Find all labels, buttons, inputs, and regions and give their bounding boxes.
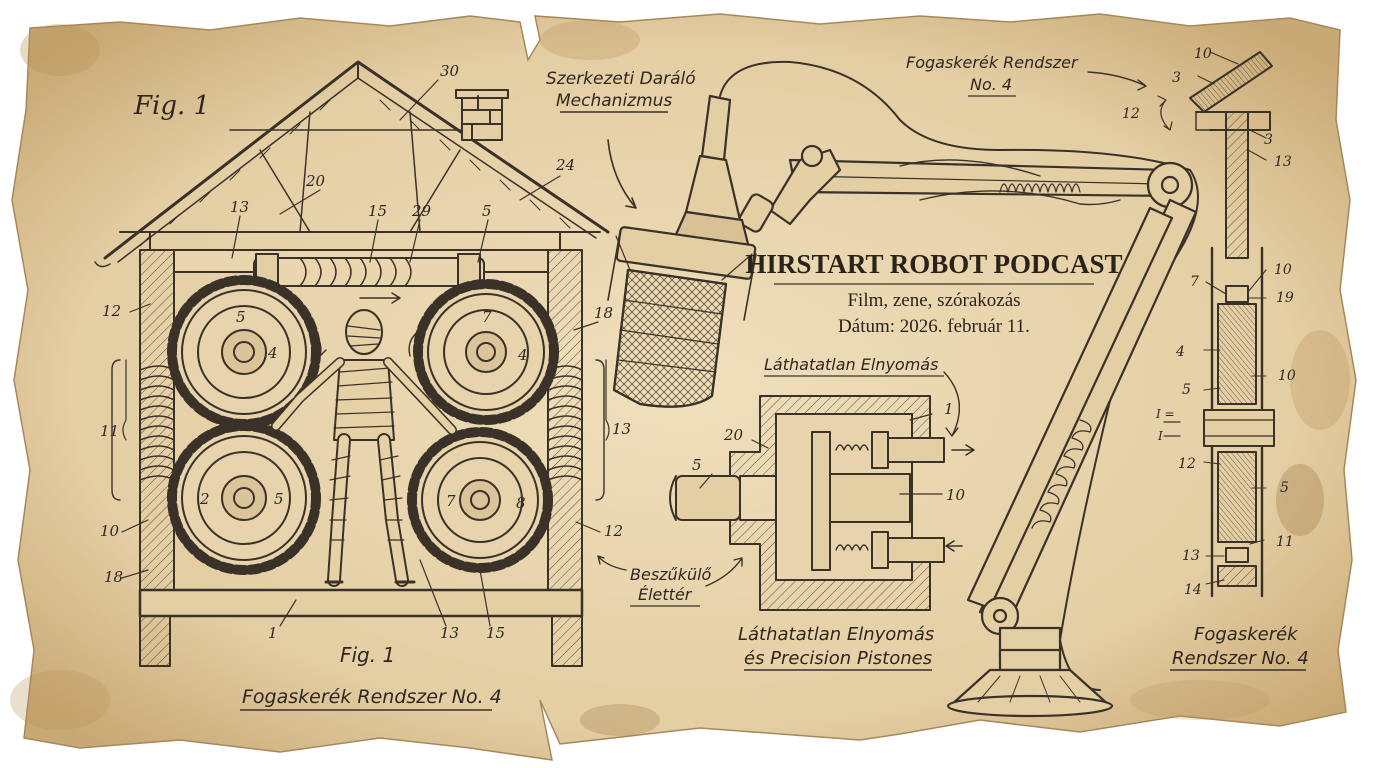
ref-30: 30 xyxy=(440,62,460,80)
ref-1: 1 xyxy=(268,624,278,642)
title-block: HIRSTART ROBOT PODCAST Film, zene, szóra… xyxy=(745,249,1122,337)
side-ref-11: 11 xyxy=(1276,534,1294,550)
gear-ref-5-bottom: 5 xyxy=(274,490,284,508)
detail-ref-13: 13 xyxy=(1274,154,1292,170)
gear-ref-4: 4 xyxy=(267,344,278,362)
piston-ref-20: 20 xyxy=(723,426,744,444)
podcast-date: Dátum: 2026. február 11. xyxy=(838,316,1030,337)
house-reference-numbers: 30 20 24 13 15 29 5 12 18 11 13 10 18 12… xyxy=(100,62,631,642)
side-ref-12: 12 xyxy=(1178,456,1196,472)
left-caption-gear-system: Fogaskerék Rendszer No. 4 xyxy=(242,686,502,708)
ref-5: 5 xyxy=(482,202,492,220)
gear-ref-8: 8 xyxy=(516,494,526,512)
side-ref-14: 14 xyxy=(1184,582,1202,598)
gear-ref-2: 2 xyxy=(199,490,210,508)
side-ref-13: 13 xyxy=(1182,548,1200,564)
ref-10: 10 xyxy=(100,522,120,540)
microphone-arm-drawing xyxy=(607,60,1199,718)
shrinking-line2: Élettér xyxy=(638,585,693,604)
ref-13-right: 13 xyxy=(612,420,631,438)
ref-11: 11 xyxy=(100,422,119,440)
ref-15: 15 xyxy=(368,202,387,220)
gear-ref-4-right: 4 xyxy=(517,346,528,364)
gears xyxy=(167,275,559,575)
ref-12-left: 12 xyxy=(102,302,121,320)
top-right-caption-line2: No. 4 xyxy=(970,75,1012,94)
ref-18-left: 18 xyxy=(104,568,123,586)
piston-ref-5: 5 xyxy=(692,456,702,474)
side-ref-10b: 10 xyxy=(1278,368,1296,384)
piston-drawing xyxy=(669,371,975,611)
ref-29: 29 xyxy=(411,202,432,220)
detail-ref-3b: 3 xyxy=(1264,132,1273,148)
gear-ref-5: 5 xyxy=(236,308,246,326)
podcast-title: HIRSTART ROBOT PODCAST xyxy=(745,249,1122,279)
mechanism-caption-line2: Mechanizmus xyxy=(556,91,672,111)
gear-top-left xyxy=(167,275,321,429)
detail-ref-12: 12 xyxy=(1122,106,1140,122)
side-ref-4: 4 xyxy=(1175,344,1185,360)
pistons-caption-line2: és Precision Pistones xyxy=(744,648,932,669)
ref-20: 20 xyxy=(305,172,326,190)
fig-label-bottom: Fig. 1 xyxy=(340,643,395,667)
podcast-subtitle: Film, zene, szórakozás xyxy=(847,290,1020,311)
mechanism-caption-line1: Szerkezeti Daráló xyxy=(546,69,696,89)
side-marker-2: I xyxy=(1157,429,1163,443)
side-section-drawing xyxy=(1163,246,1275,598)
gear-top-right xyxy=(413,279,559,425)
piston-ref-1: 1 xyxy=(944,400,954,418)
right-caption-line1: Fogaskerék xyxy=(1194,624,1299,645)
detail-ref-3: 3 xyxy=(1172,70,1181,86)
ref-13-bottom: 13 xyxy=(440,624,459,642)
piston-ref-10: 10 xyxy=(946,486,966,504)
side-ref-10: 10 xyxy=(1274,262,1292,278)
side-ref-7: 7 xyxy=(1190,274,1199,290)
shrinking-line1: Beszűkülő xyxy=(630,565,712,584)
gear-bottom-right xyxy=(407,427,553,573)
roof-detail-numbers: 10 3 12 3 13 xyxy=(1122,46,1292,170)
piston-reference-numbers: 20 5 1 10 xyxy=(692,400,966,504)
ref-13: 13 xyxy=(230,198,249,216)
ref-18-right: 18 xyxy=(594,304,613,322)
top-right-label: Fogaskerék Rendszer No. 4 xyxy=(906,53,1147,97)
side-ref-19: 19 xyxy=(1276,290,1294,306)
gear-house-drawing xyxy=(94,60,610,667)
side-marker: I = xyxy=(1155,407,1175,421)
detail-ref-10: 10 xyxy=(1194,46,1212,62)
microphone xyxy=(607,94,757,408)
side-ref-5: 5 xyxy=(1182,382,1191,398)
ref-12-right: 12 xyxy=(604,522,623,540)
fig-label-top: Fig. 1 xyxy=(133,91,210,121)
shrinking-space-label: Beszűkülő Élettér xyxy=(597,555,743,607)
gear-bottom-left xyxy=(167,421,321,575)
ref-15-bottom: 15 xyxy=(486,624,505,642)
invisible-oppression-label: Láthatatlan Elnyomás xyxy=(764,355,938,374)
mechanism-label: Szerkezeti Daráló Mechanizmus xyxy=(546,69,696,209)
bandaged-figure xyxy=(271,309,457,587)
house-leader-lines xyxy=(111,79,610,627)
right-caption-line2: Rendszer No. 4 xyxy=(1172,648,1309,669)
side-section-numbers: 7 10 19 4 10 5 12 5 11 13 14 I = I xyxy=(1155,262,1296,598)
gear-ref-7: 7 xyxy=(482,308,492,326)
pistons-caption-line1: Láthatatlan Elnyomás xyxy=(738,624,934,645)
roof-detail-drawing xyxy=(1157,51,1273,259)
gear-ref-7-bottom: 7 xyxy=(446,492,456,510)
side-ref-5b: 5 xyxy=(1280,480,1289,496)
ref-24: 24 xyxy=(555,156,575,174)
top-right-caption-line1: Fogaskerék Rendszer xyxy=(906,53,1079,72)
